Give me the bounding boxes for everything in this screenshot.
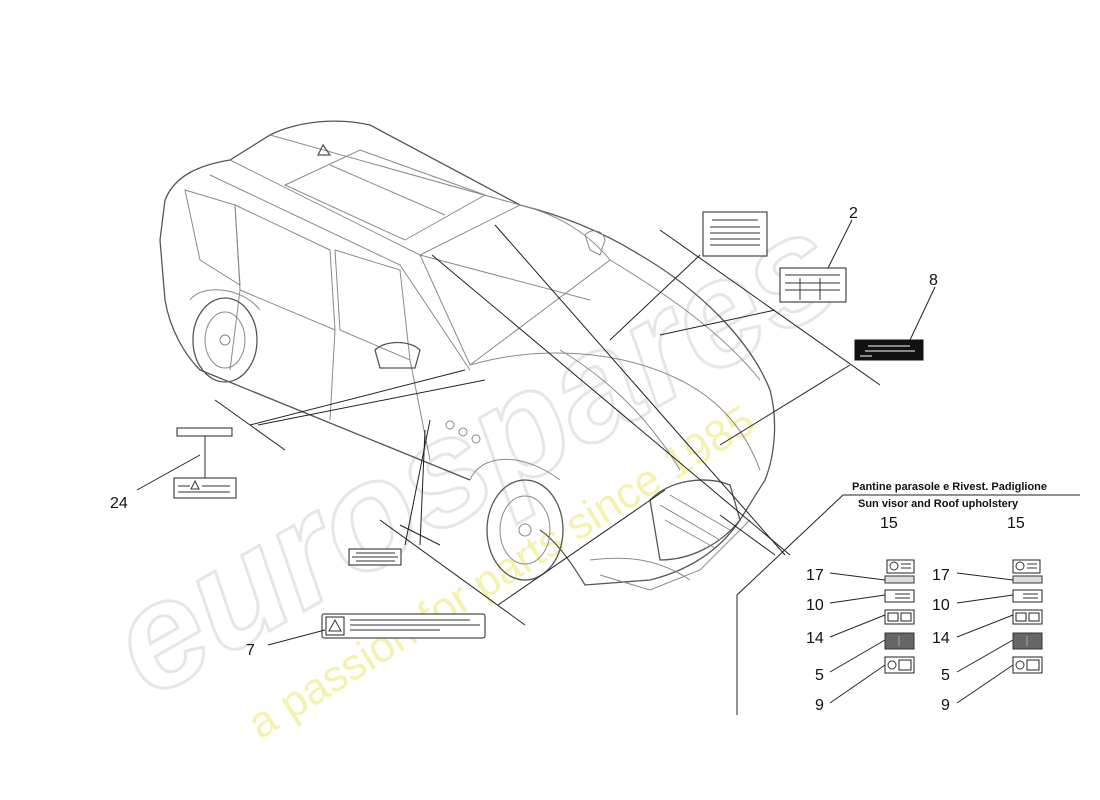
- label-8-sticker: 8: [854, 272, 938, 361]
- callout-2: 2: [849, 205, 858, 222]
- callout-10-left: 10: [806, 597, 824, 614]
- panel-header-en: Sun visor and Roof upholstery: [858, 498, 1019, 510]
- callout-8: 8: [929, 272, 938, 289]
- callout-24: 24: [110, 495, 128, 512]
- callout-7: 7: [246, 642, 255, 659]
- callout-15-right: 15: [1007, 515, 1025, 532]
- callout-17-left: 17: [806, 567, 824, 584]
- callout-5-right: 5: [941, 667, 950, 684]
- callout-14-right: 14: [932, 630, 950, 647]
- leader-lines: [214, 224, 881, 626]
- sun-visor-panel: Pantine parasole e Rivest. Padiglione Su…: [736, 481, 1080, 715]
- label-2-sticker: 2: [702, 205, 858, 303]
- label-door-sticker: [348, 548, 402, 566]
- callout-15-left: 15: [880, 515, 898, 532]
- callout-14-left: 14: [806, 630, 824, 647]
- watermark: eurospares a passion for parts since 198…: [81, 176, 868, 748]
- panel-header-it: Pantine parasole e Rivest. Padiglione: [852, 481, 1047, 493]
- label-24-sticker: 24: [110, 427, 237, 512]
- callout-17-right: 17: [932, 567, 950, 584]
- callout-10-right: 10: [932, 597, 950, 614]
- visor-left-column: 15 17 10 14 5 9: [806, 515, 915, 714]
- callout-5-left: 5: [815, 667, 824, 684]
- callout-9-right: 9: [941, 697, 950, 714]
- label-7-sticker: 7: [246, 613, 486, 659]
- visor-right-column: 15 17 10 14 5 9: [932, 515, 1043, 714]
- callout-9-left: 9: [815, 697, 824, 714]
